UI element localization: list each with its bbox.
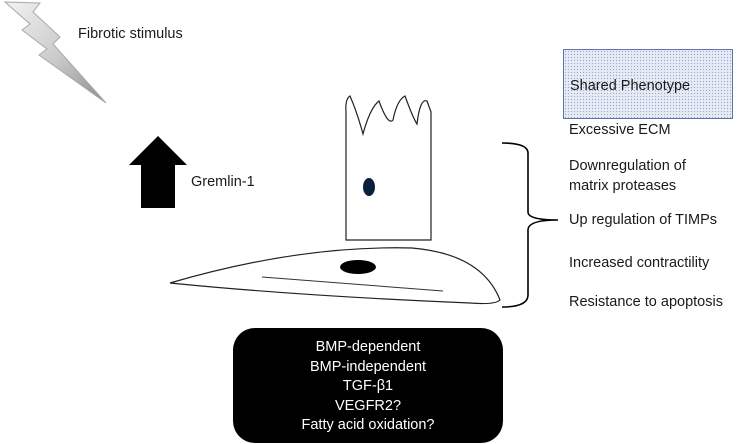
phenotype-item: Downregulation of matrix proteases bbox=[569, 158, 686, 194]
phenotype-item: Resistance to apoptosis bbox=[569, 294, 723, 310]
gremlin-label: Gremlin-1 bbox=[191, 174, 255, 190]
mechanism-item: Fatty acid oxidation? bbox=[301, 417, 435, 434]
shared-phenotype-box bbox=[563, 49, 733, 119]
phenotype-item: Increased contractility bbox=[569, 255, 710, 271]
mechanisms-box bbox=[233, 328, 503, 443]
shared-phenotype-title: Shared Phenotype bbox=[570, 78, 691, 94]
fibroblast-cell bbox=[169, 247, 501, 305]
mechanism-item: VEGFR2? bbox=[334, 397, 402, 414]
mechanisms-list: BMP-dependent BMP-independent TGF-β1 VEG… bbox=[233, 338, 503, 436]
fibroblast-fiber bbox=[261, 276, 444, 292]
cell-nucleus bbox=[363, 178, 375, 196]
phenotype-item: Excessive ECM bbox=[569, 122, 671, 138]
phenotype-bracket bbox=[501, 142, 559, 308]
phenotype-item: Up regulation of TIMPs bbox=[569, 212, 718, 228]
mechanism-item: BMP-dependent bbox=[315, 339, 421, 355]
lightning-bolt-icon bbox=[3, 1, 107, 104]
mechanism-item: BMP-independent bbox=[309, 358, 427, 375]
up-arrow-icon bbox=[129, 136, 187, 208]
epithelial-cell bbox=[345, 95, 432, 241]
fibrotic-stimulus-label: Fibrotic stimulus bbox=[78, 26, 183, 42]
fibroblast-nucleus bbox=[340, 260, 376, 274]
mechanism-item: TGF-β1 bbox=[342, 378, 394, 395]
